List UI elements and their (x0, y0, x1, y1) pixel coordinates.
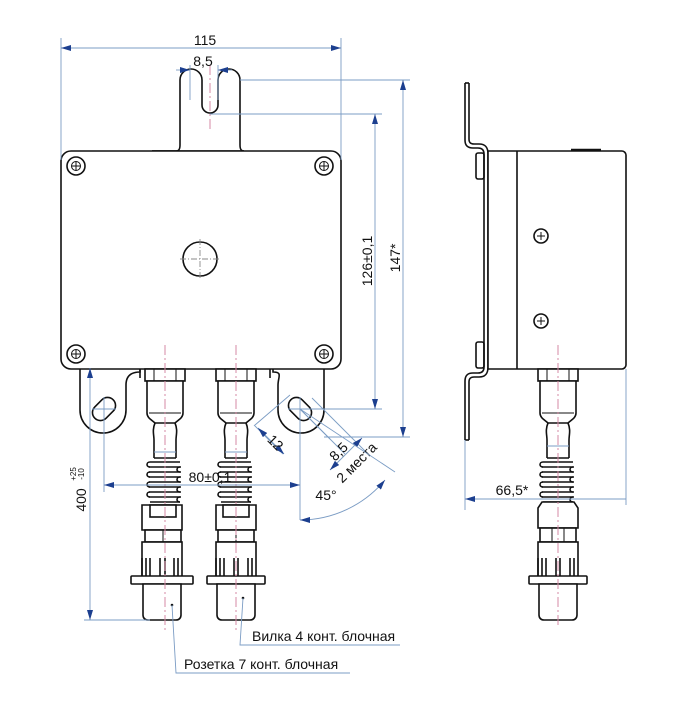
enclosure-body (60, 150, 342, 370)
top-mounting-tab (152, 68, 245, 152)
dim-tab-width: 8,5 (193, 53, 213, 69)
connector-right (206, 368, 266, 621)
dim-angle: 45° (315, 487, 336, 503)
dim-cable-tol-upper: +25 (69, 467, 78, 481)
bottom-flange (79, 367, 325, 434)
side-strain-relief-spring (539, 461, 574, 503)
side-screw-lower (533, 313, 549, 329)
dim-overall-height: 147* (387, 243, 403, 272)
dim-cable-length: 400 (73, 488, 89, 512)
side-dimensions: 66,5* (464, 369, 627, 510)
front-dimensions: 115 8,5 126±0,1 147* 400 +25 -10 80±0,1 (60, 32, 410, 621)
corner-screw-bottom-right (314, 344, 334, 364)
callout-plug: Вилка 4 конт. блочная (252, 628, 395, 644)
left-ear-slot (91, 396, 117, 422)
mounting-bracket (464, 82, 489, 441)
strain-relief-spring-left (146, 461, 181, 503)
corner-screw-top-right (314, 156, 334, 176)
dim-overall-width: 115 (194, 32, 217, 48)
center-hole (180, 239, 220, 279)
corner-screw-top-left (66, 156, 86, 176)
connector-left (130, 368, 194, 621)
dim-mount-pitch: 126±0,1 (359, 236, 375, 287)
side-screw-upper (533, 228, 549, 244)
corner-screw-bottom-left (66, 344, 86, 364)
callout-socket: Розетка 7 конт. блочная (184, 656, 338, 672)
front-view (60, 65, 342, 630)
dim-connector-pitch: 80±0,1 (189, 469, 232, 485)
callouts: Вилка 4 конт. блочная Розетка 7 конт. бл… (171, 597, 400, 674)
dim-ear-offset: 12 (264, 431, 286, 453)
side-view (464, 82, 627, 625)
dim-cable-tol-lower: -10 (77, 468, 86, 480)
dim-side-depth: 66,5* (496, 482, 529, 498)
side-enclosure-body (487, 148, 627, 370)
